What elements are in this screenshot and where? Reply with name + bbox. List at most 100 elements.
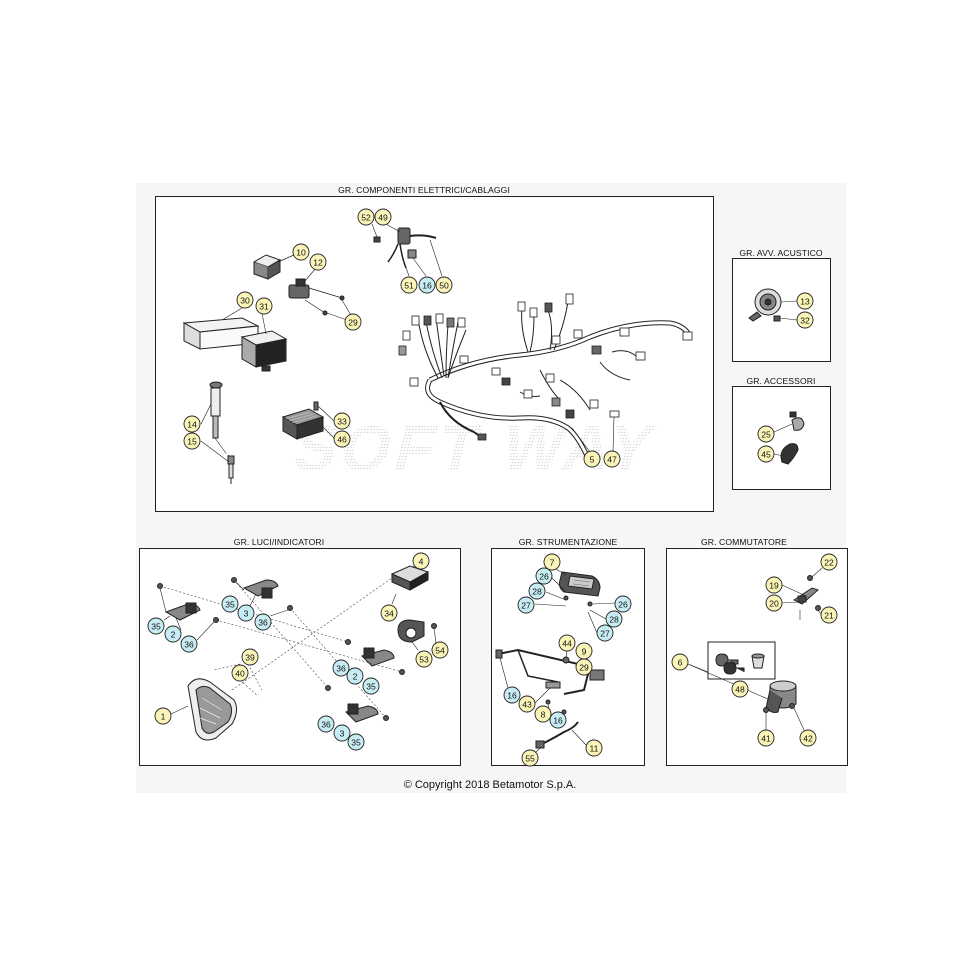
callout-circle	[757, 425, 775, 443]
callout-number: 26	[618, 600, 628, 610]
callout-54[interactable]: 54	[431, 641, 449, 659]
callout-35[interactable]: 35	[362, 677, 380, 695]
callout-52[interactable]: 52	[357, 208, 375, 226]
callout-14[interactable]: 14	[183, 415, 201, 433]
callout-43[interactable]: 43	[518, 695, 536, 713]
callout-48[interactable]: 48	[731, 680, 749, 698]
callout-15[interactable]: 15	[183, 432, 201, 450]
callout-34[interactable]: 34	[380, 604, 398, 622]
callout-12[interactable]: 12	[309, 253, 327, 271]
callout-29[interactable]: 29	[575, 658, 593, 676]
callout-circle	[521, 749, 539, 767]
callout-36[interactable]: 36	[254, 613, 272, 631]
copyright-text: © Copyright 2018 Betamotor S.p.A.	[403, 779, 577, 791]
callout-26[interactable]: 26	[535, 567, 553, 585]
callout-circle	[332, 659, 350, 677]
callout-35[interactable]: 35	[147, 617, 165, 635]
callout-33[interactable]: 33	[333, 412, 351, 430]
callout-number: 50	[439, 281, 449, 291]
callout-circle	[344, 313, 362, 331]
callout-circle	[317, 715, 335, 733]
callout-number: 36	[184, 640, 194, 650]
callout-36[interactable]: 36	[317, 715, 335, 733]
callout-circle	[362, 677, 380, 695]
callout-number: 29	[348, 318, 358, 328]
callout-number: 53	[419, 655, 429, 665]
callout-circle	[549, 711, 567, 729]
callout-number: 42	[803, 734, 813, 744]
callout-28[interactable]: 28	[605, 610, 623, 628]
callout-3[interactable]: 3	[237, 604, 255, 622]
group-title-luci: GR. LUCI/INDICATORI	[233, 537, 325, 547]
callout-6[interactable]: 6	[671, 653, 689, 671]
callout-16[interactable]: 16	[418, 276, 436, 294]
callout-46[interactable]: 46	[333, 430, 351, 448]
callout-10[interactable]: 10	[292, 243, 310, 261]
callout-47[interactable]: 47	[603, 450, 621, 468]
callout-circle	[534, 705, 552, 723]
callout-13[interactable]: 13	[796, 292, 814, 310]
callout-27[interactable]: 27	[517, 596, 535, 614]
callout-circle	[415, 650, 433, 668]
callout-36[interactable]: 36	[332, 659, 350, 677]
callout-3[interactable]: 3	[333, 724, 351, 742]
callout-21[interactable]: 21	[820, 606, 838, 624]
callout-8[interactable]: 8	[534, 705, 552, 723]
callout-27[interactable]: 27	[596, 624, 614, 642]
callout-circle	[333, 430, 351, 448]
callout-31[interactable]: 31	[255, 297, 273, 315]
callout-number: 43	[522, 700, 532, 710]
callout-42[interactable]: 42	[799, 729, 817, 747]
callout-1[interactable]: 1	[154, 707, 172, 725]
callout-16[interactable]: 16	[503, 686, 521, 704]
callout-2[interactable]: 2	[164, 625, 182, 643]
callout-44[interactable]: 44	[558, 634, 576, 652]
callout-36[interactable]: 36	[180, 635, 198, 653]
callout-9[interactable]: 9	[575, 642, 593, 660]
callout-circle	[543, 553, 561, 571]
callout-22[interactable]: 22	[820, 553, 838, 571]
callout-16[interactable]: 16	[549, 711, 567, 729]
callout-35[interactable]: 35	[347, 733, 365, 751]
callout-49[interactable]: 49	[374, 208, 392, 226]
callout-32[interactable]: 32	[796, 311, 814, 329]
callout-circle	[583, 450, 601, 468]
callout-19[interactable]: 19	[765, 576, 783, 594]
luci-leader-lines	[159, 577, 403, 719]
callout-55[interactable]: 55	[521, 749, 539, 767]
callout-5[interactable]: 5	[583, 450, 601, 468]
callout-number: 30	[240, 296, 250, 306]
callout-45[interactable]: 45	[757, 445, 775, 463]
callout-35[interactable]: 35	[221, 595, 239, 613]
callout-number: 12	[313, 258, 323, 268]
callout-20[interactable]: 20	[765, 594, 783, 612]
callout-25[interactable]: 25	[757, 425, 775, 443]
callout-11[interactable]: 11	[585, 739, 603, 757]
callout-53[interactable]: 53	[415, 650, 433, 668]
callout-circle	[799, 729, 817, 747]
callout-7[interactable]: 7	[543, 553, 561, 571]
callout-29[interactable]: 29	[344, 313, 362, 331]
callout-39[interactable]: 39	[241, 648, 259, 666]
callout-51[interactable]: 51	[400, 276, 418, 294]
callout-circle	[503, 686, 521, 704]
callout-number: 19	[769, 581, 779, 591]
tail-light-part	[390, 561, 430, 605]
callout-circle	[757, 445, 775, 463]
callout-28[interactable]: 28	[528, 582, 546, 600]
callout-41[interactable]: 41	[757, 729, 775, 747]
callout-30[interactable]: 30	[236, 291, 254, 309]
callout-2[interactable]: 2	[346, 667, 364, 685]
callout-26[interactable]: 26	[614, 595, 632, 613]
callout-circle	[333, 412, 351, 430]
callout-number: 47	[607, 455, 617, 465]
callout-circle	[412, 552, 430, 570]
callout-50[interactable]: 50	[435, 276, 453, 294]
callout-number: 4	[419, 557, 424, 567]
callout-4[interactable]: 4	[412, 552, 430, 570]
callout-number: 32	[800, 316, 810, 326]
callout-circle	[374, 208, 392, 226]
callout-40[interactable]: 40	[231, 664, 249, 682]
callout-number: 6	[678, 658, 683, 668]
